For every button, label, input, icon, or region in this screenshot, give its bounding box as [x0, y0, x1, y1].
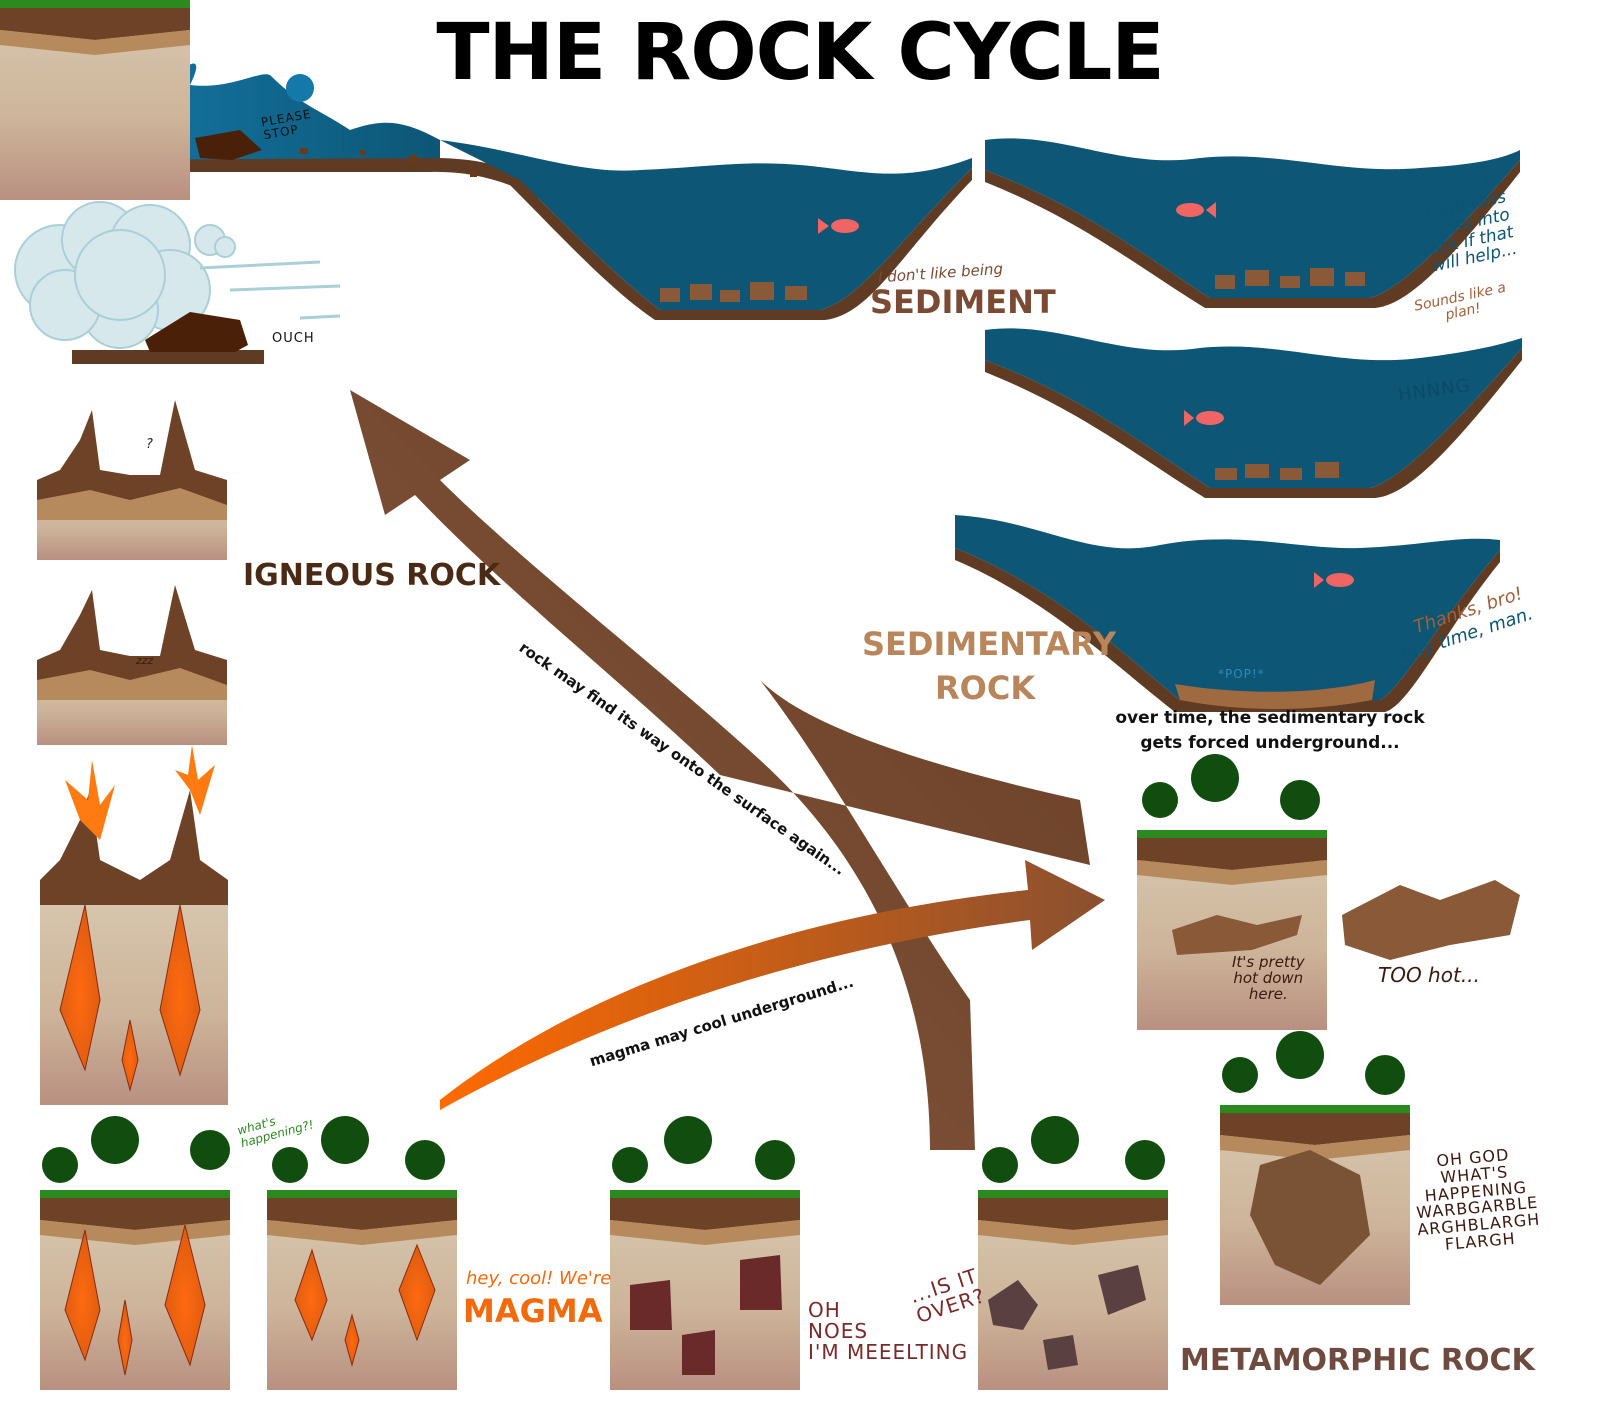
speech-line: It's pretty — [1232, 953, 1305, 971]
speech-melting: OH NOES I'M MEEELTING — [808, 1300, 968, 1363]
lava-burst-right — [175, 745, 215, 815]
speech-metamorphic-panic: OH GOD WHAT'S HAPPENING WARBGARBLE ARGHB… — [1411, 1145, 1543, 1256]
water-droplet — [286, 74, 314, 102]
eroding-rock — [195, 130, 262, 160]
heated-rock-closeup — [1342, 880, 1520, 960]
label-sedimentary-rock-line1: SEDIMENTARY — [862, 625, 1117, 663]
speech-ocean-offer: I can compress you into rock if that wil… — [1410, 169, 1518, 278]
label-sedimentary-rock-line2: ROCK — [935, 669, 1036, 707]
trees — [42, 754, 1405, 1183]
speech-too-hot: TOO hot... — [1378, 963, 1480, 987]
eruption-panel — [40, 745, 228, 1105]
arrow-magma-cools — [440, 860, 1105, 1110]
speech-pretty-hot: It's pretty hot down here. — [1232, 953, 1305, 1003]
sediment-pile — [660, 282, 807, 302]
speech-ouch: OUCH — [272, 331, 315, 346]
ocean-basin-2 — [985, 138, 1520, 308]
arrow-rock-to-surface — [350, 390, 1090, 1150]
speech-line: OH — [808, 1298, 841, 1322]
magma-panel-1 — [40, 1190, 230, 1390]
speech-sleep: zzz — [136, 654, 154, 667]
rock-being-weathered — [145, 312, 248, 352]
ocean-basin-1 — [440, 140, 972, 320]
cloud — [14, 201, 236, 349]
page-title: THE ROCK CYCLE — [436, 8, 1164, 98]
caption-forced-underground: over time, the sedimentary rock gets for… — [1110, 706, 1430, 755]
volcano-panel-2 — [37, 585, 227, 745]
ocean-basin-4 — [955, 515, 1500, 712]
ground-panel-template — [0, 0, 190, 200]
wind-gust — [199, 260, 341, 320]
label-sediment: SEDIMENT — [870, 283, 1056, 321]
caption-line: gets forced underground... — [1140, 732, 1400, 753]
fish — [831, 219, 859, 233]
speech-pop: *POP!* — [1218, 667, 1265, 681]
metamorphic-panel — [1220, 1105, 1410, 1305]
label-magma: MAGMA — [463, 1292, 603, 1330]
speech-line: I'M MEEELTING — [808, 1340, 969, 1364]
wind-cloud-scene — [14, 201, 341, 364]
speech-line: here. — [1248, 984, 1288, 1003]
speech-hey-cool: hey, cool! We're — [466, 1268, 612, 1289]
melting-panel — [610, 1190, 800, 1390]
label-igneous-rock: IGNEOUS ROCK — [243, 558, 501, 593]
caption-line: over time, the sedimentary rock — [1115, 708, 1425, 728]
speech-line: hot down — [1233, 968, 1304, 987]
underground-panel — [1137, 830, 1327, 1030]
cooling-panel — [978, 1190, 1168, 1390]
magma-panel-2 — [267, 1190, 457, 1390]
ground-strip — [72, 350, 264, 364]
speech-line: NOES — [808, 1319, 869, 1343]
lava-burst-left — [65, 760, 115, 840]
ocean-basin-3 — [985, 328, 1522, 498]
speech-question: ? — [146, 437, 153, 452]
sedimentary-rock-layer — [1175, 680, 1375, 709]
label-metamorphic-rock: METAMORPHIC ROCK — [1180, 1343, 1535, 1378]
volcano-panel-1 — [37, 400, 227, 560]
